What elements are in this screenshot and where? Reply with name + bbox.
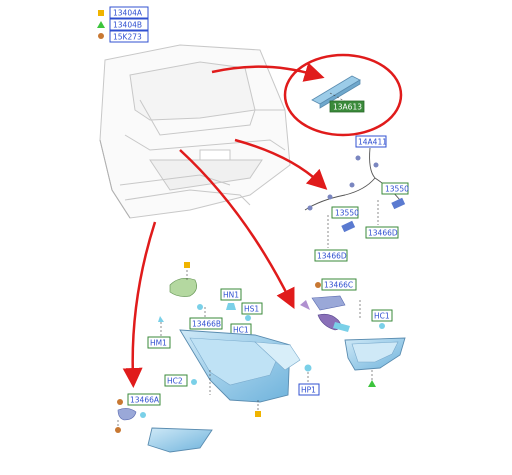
callout-hs1: HS1	[244, 305, 259, 314]
callout-hc2: HC2	[167, 377, 183, 386]
arrow-to-tail-lamp	[179, 149, 295, 309]
harness-group: 14A411 13550 13550 13466D 13466D	[304, 135, 409, 262]
bumper-lamp-assembly: 13466A	[115, 393, 213, 453]
callout-hp1: HP1	[301, 386, 316, 395]
callout-13550-right: 13550	[385, 185, 409, 194]
tail-lamp-assembly: 13466B HN1 HS1 HC1 HM1 HC2 HP1	[147, 262, 320, 417]
legend-label-2: 13404B	[113, 21, 142, 30]
callout-13466d-right: 13466D	[368, 229, 398, 238]
callout-hc1-right: HC1	[374, 312, 390, 321]
arrow-to-high-mount	[211, 62, 325, 82]
liftgate-lamp-assembly: 13466C HC1	[300, 278, 406, 387]
callout-13466b: 13466B	[192, 320, 221, 329]
callout-13550-left: 13550	[335, 209, 359, 218]
callout-13466d-left: 13466D	[317, 252, 347, 261]
legend-triangle-icon	[97, 21, 105, 28]
callout-14a411: 14A411	[358, 138, 387, 147]
arrow-to-bumper-lamp	[122, 221, 157, 388]
legend: 13404A 13404B 15K273	[97, 6, 149, 43]
square-marker-icon	[184, 262, 190, 268]
triangle-marker-icon	[368, 380, 376, 387]
vehicle-rear-illustration	[99, 44, 291, 219]
callout-13466c: 13466C	[324, 281, 353, 290]
callout-13a613: 13A613	[333, 103, 362, 112]
highlight-circle	[283, 53, 403, 137]
callout-hn1: HN1	[223, 291, 239, 300]
arrow-to-harness	[234, 138, 328, 190]
callout-hm1: HM1	[150, 339, 167, 348]
legend-square-icon	[98, 10, 104, 16]
pointer-arrows	[122, 62, 328, 388]
square-marker-icon-2	[255, 411, 261, 417]
legend-label-1: 13404A	[113, 9, 143, 18]
callout-13466a: 13466A	[130, 396, 160, 405]
legend-circle-icon	[98, 33, 104, 39]
high-mount-lamp: 13A613	[311, 75, 365, 113]
bumper-lamp-lens	[147, 427, 213, 453]
callout-hc1-left: HC1	[233, 326, 249, 335]
legend-label-3: 15K273	[113, 33, 142, 42]
